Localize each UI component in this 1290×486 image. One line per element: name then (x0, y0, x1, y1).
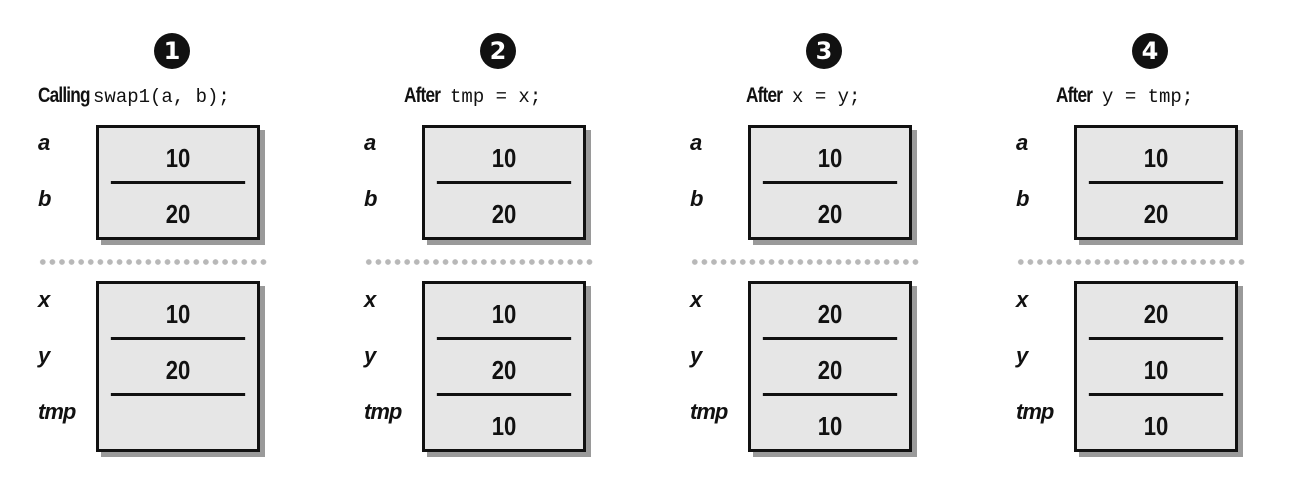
var-label-x: x (690, 287, 702, 312)
value-cell-x: 10 (110, 284, 246, 340)
var-label-tmp: tmp (38, 399, 76, 424)
dotted-separator (690, 258, 922, 266)
step-caption: After x = y; (746, 84, 860, 108)
caption-code: x = y; (792, 86, 861, 108)
step-panel-2: 2 After tmp = x; a b 10 20 x y tmp 10 20 … (364, 0, 604, 486)
caption-word: Calling (38, 84, 90, 107)
var-label-b: b (364, 186, 377, 211)
caption-code: swap1(a, b); (93, 86, 230, 108)
function-variables-box: 10 20 10 (422, 281, 586, 452)
value-cell-b: 20 (1143, 199, 1169, 229)
var-label-y: y (364, 343, 376, 368)
step-number-badge: 1 (154, 33, 190, 69)
function-variables-box: 20 20 10 (748, 281, 912, 452)
value-cell-x: 20 (1088, 284, 1224, 340)
value-cell-a: 10 (110, 128, 246, 184)
step-number-badge: 4 (1132, 33, 1168, 69)
caller-variables-box: 10 20 (1074, 125, 1238, 240)
step-number-badge: 2 (480, 33, 516, 69)
function-variables-box: 20 10 10 (1074, 281, 1238, 452)
var-label-a: a (364, 130, 376, 155)
var-label-tmp: tmp (1016, 399, 1054, 424)
dotted-separator (38, 258, 270, 266)
value-cell-b: 20 (491, 199, 517, 229)
value-cell-x: 10 (436, 284, 572, 340)
value-cell-y: 20 (436, 340, 572, 396)
value-cell-y: 20 (762, 340, 898, 396)
value-cell-y: 20 (110, 340, 246, 396)
dotted-separator (1016, 258, 1248, 266)
value-cell-a: 10 (1088, 128, 1224, 184)
value-cell-tmp: 10 (817, 411, 843, 441)
var-label-x: x (1016, 287, 1028, 312)
step-caption: After y = tmp; (1056, 84, 1193, 108)
value-cell-x: 20 (762, 284, 898, 340)
var-label-b: b (690, 186, 703, 211)
var-label-a: a (690, 130, 702, 155)
var-label-y: y (1016, 343, 1028, 368)
caller-variables-box: 10 20 (422, 125, 586, 240)
value-cell-a: 10 (436, 128, 572, 184)
value-cell-tmp (111, 396, 245, 449)
caller-variables-box: 10 20 (96, 125, 260, 240)
step-panel-3: 3 After x = y; a b 10 20 x y tmp 20 20 10 (690, 0, 930, 486)
step-panel-4: 4 After y = tmp; a b 10 20 x y tmp 20 10 … (1016, 0, 1256, 486)
dotted-separator (364, 258, 596, 266)
value-cell-b: 20 (817, 199, 843, 229)
var-label-a: a (1016, 130, 1028, 155)
var-label-y: y (690, 343, 702, 368)
step-number-badge: 3 (806, 33, 842, 69)
var-label-tmp: tmp (364, 399, 402, 424)
caption-word: After (746, 84, 783, 107)
var-label-y: y (38, 343, 50, 368)
value-cell-b: 20 (165, 199, 191, 229)
var-label-x: x (364, 287, 376, 312)
value-cell-a: 10 (762, 128, 898, 184)
caption-code: tmp = x; (450, 86, 542, 108)
var-label-b: b (1016, 186, 1029, 211)
value-cell-tmp: 10 (1143, 411, 1169, 441)
var-label-a: a (38, 130, 50, 155)
caption-code: y = tmp; (1102, 86, 1194, 108)
var-label-tmp: tmp (690, 399, 728, 424)
step-caption: After tmp = x; (404, 84, 541, 108)
value-cell-y: 10 (1088, 340, 1224, 396)
var-label-b: b (38, 186, 51, 211)
var-label-x: x (38, 287, 50, 312)
caller-variables-box: 10 20 (748, 125, 912, 240)
caption-word: After (404, 84, 441, 107)
function-variables-box: 10 20 (96, 281, 260, 452)
caption-word: After (1056, 84, 1093, 107)
value-cell-tmp: 10 (491, 411, 517, 441)
